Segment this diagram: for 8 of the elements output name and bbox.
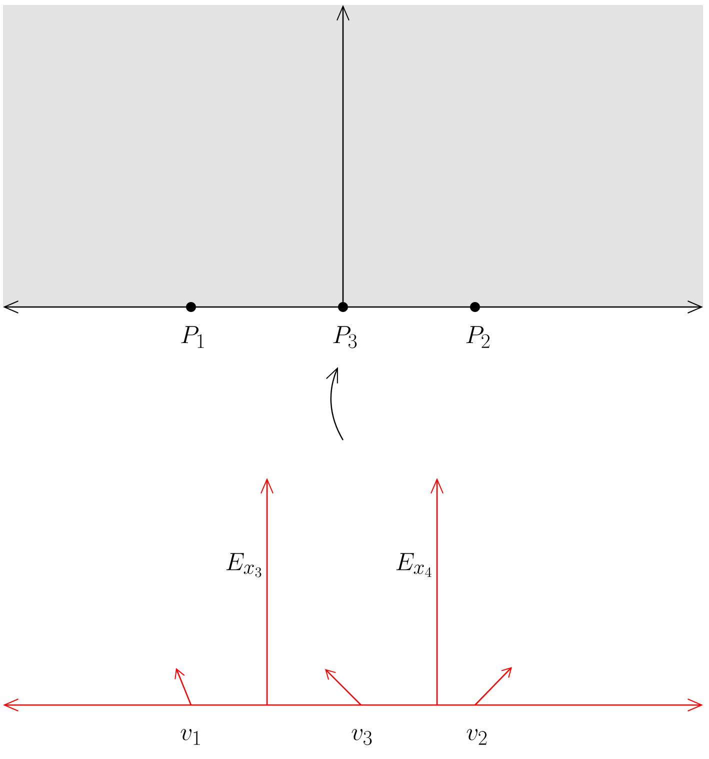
math-label: $v_1$ xyxy=(180,729,200,745)
math-label: $E_{x_3}$ xyxy=(226,553,262,578)
math-label: $v_3$ xyxy=(352,729,372,746)
math-label: $v_2$ xyxy=(466,729,487,745)
math-label: $E_{x_4}$ xyxy=(396,553,432,577)
math-label: $P_3$ xyxy=(333,326,357,348)
math-label: $P_1$ xyxy=(181,326,204,348)
math-label: $P_2$ xyxy=(466,326,490,348)
